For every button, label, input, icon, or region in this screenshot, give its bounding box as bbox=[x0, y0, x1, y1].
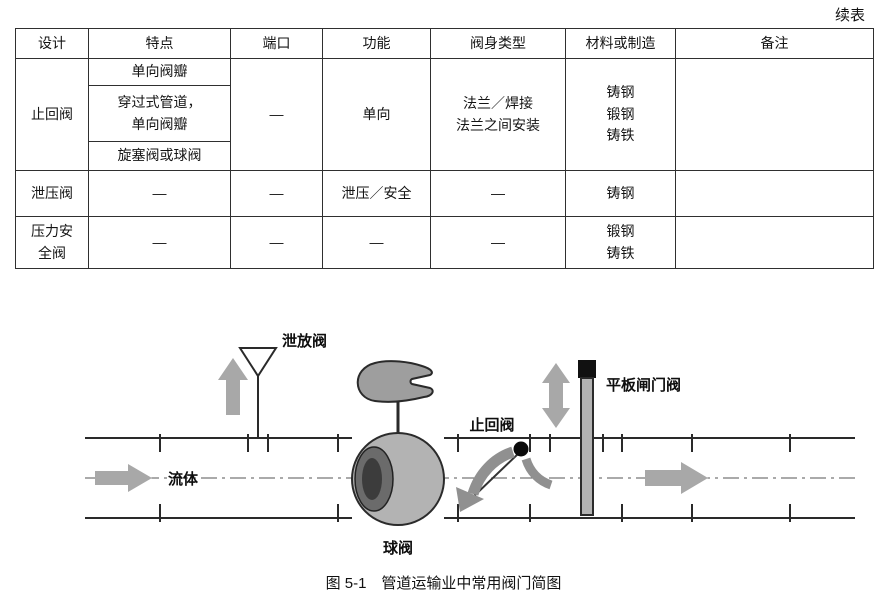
cell-relief-valve-design: 泄压阀 bbox=[15, 170, 89, 217]
figure-caption: 图 5-1 管道运输业中常用阀门简图 bbox=[325, 575, 562, 592]
vent-valve-label: 泄放阀 bbox=[282, 332, 327, 350]
cell-safety-valve-remark bbox=[675, 216, 874, 269]
cell-check-valve-feature-1: 单向阀瓣 bbox=[88, 58, 231, 86]
header-design: 设计 bbox=[15, 28, 89, 59]
continued-table-label: 续表 bbox=[834, 7, 865, 24]
table-row-relief-valve: 泄压阀 — — 泄压／安全 — 铸钢 bbox=[15, 170, 874, 217]
table-row-check-valve-feature-2: 穿过式管道， 单向阀瓣 bbox=[16, 85, 874, 142]
cell-check-valve-feature-3: 旋塞阀或球阀 bbox=[88, 141, 231, 171]
cell-relief-valve-body-type: — bbox=[430, 170, 566, 217]
gate-valve-label: 平板闸门阀 bbox=[606, 376, 681, 394]
cell-relief-valve-function: 泄压／安全 bbox=[322, 170, 431, 217]
cell-safety-valve-material: 锻钢 铸铁 bbox=[565, 216, 676, 269]
ball-valve-symbol bbox=[351, 360, 445, 526]
flow-arrow-left bbox=[95, 464, 152, 492]
cell-check-valve-material: 铸钢 锻钢 铸铁 bbox=[565, 58, 676, 171]
table-header-row: 设计 特点 端口 功能 阀身类型 材料或制造 备注 bbox=[15, 28, 874, 59]
cell-check-valve-remark bbox=[675, 58, 874, 171]
ball-valve-handle bbox=[356, 360, 434, 403]
cell-check-valve-body-type: 法兰／焊接 法兰之间安装 bbox=[430, 58, 566, 171]
cell-safety-valve-port: — bbox=[230, 216, 323, 269]
table-row-check-valve: 止回阀 单向阀瓣 — 单向 法兰／焊接 法兰之间安装 铸钢 锻钢 铸铁 bbox=[15, 58, 874, 171]
check-valve-symbol bbox=[456, 441, 553, 512]
cell-check-valve-feature-2: 穿过式管道， 单向阀瓣 bbox=[88, 85, 231, 142]
cell-safety-valve-function: — bbox=[322, 216, 431, 269]
pipeline-valves-diagram: 流体 泄放阀 球阀 止回阀 bbox=[85, 332, 855, 557]
gate-valve-symbol bbox=[542, 360, 596, 516]
vent-flow-arrow bbox=[218, 358, 248, 415]
pipe-walls bbox=[85, 437, 855, 519]
header-port: 端口 bbox=[230, 28, 323, 59]
cell-relief-valve-remark bbox=[675, 170, 874, 217]
cell-check-valve-design: 止回阀 bbox=[15, 58, 89, 171]
cell-safety-valve-feature: — bbox=[88, 216, 231, 269]
cell-relief-valve-material: 铸钢 bbox=[565, 170, 676, 217]
header-remarks: 备注 bbox=[675, 28, 874, 59]
header-features: 特点 bbox=[88, 28, 231, 59]
cell-relief-valve-port: — bbox=[230, 170, 323, 217]
header-function: 功能 bbox=[322, 28, 431, 59]
check-valve-label: 止回阀 bbox=[469, 416, 514, 434]
ball-valve-label: 球阀 bbox=[383, 539, 413, 557]
header-body-type: 阀身类型 bbox=[430, 28, 566, 59]
flow-arrow-right bbox=[645, 462, 708, 494]
vent-valve-symbol bbox=[218, 347, 278, 438]
table-row-check-valve-feature-3: 旋塞阀或球阀 bbox=[16, 141, 874, 171]
cell-safety-valve-body-type: — bbox=[430, 216, 566, 269]
table-row-pressure-safety-valve: 压力安 全阀 — — — — 锻钢 铸铁 bbox=[15, 216, 874, 269]
cell-check-valve-function: 单向 bbox=[322, 58, 431, 171]
valve-spec-table: 设计 特点 端口 功能 阀身类型 材料或制造 备注 止回阀 单向阀瓣 — 单向 … bbox=[15, 28, 874, 269]
header-material: 材料或制造 bbox=[565, 28, 676, 59]
cell-relief-valve-feature: — bbox=[88, 170, 231, 217]
gate-stroke-arrow bbox=[542, 363, 570, 428]
cell-safety-valve-design: 压力安 全阀 bbox=[15, 216, 89, 269]
pipe-flanges bbox=[159, 434, 791, 522]
fluid-label: 流体 bbox=[168, 470, 199, 488]
cell-check-valve-port: — bbox=[230, 58, 323, 171]
